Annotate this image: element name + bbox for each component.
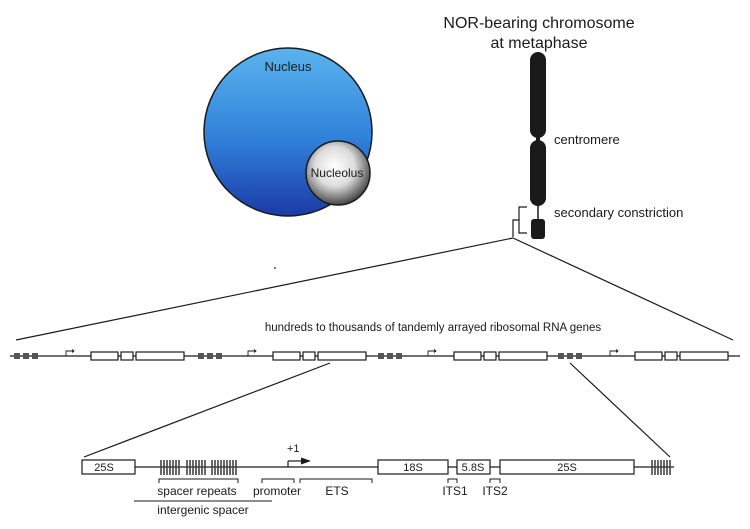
unit-label-5-8s: 5.8S [462, 462, 485, 474]
centromere-label: centromere [554, 132, 620, 147]
nucleus-group: Nucleus Nucleolus [203, 47, 373, 269]
unit-box-25s [499, 459, 635, 475]
nucleolus-circle [305, 140, 371, 206]
intergenic-spacer-label: intergenic spacer [157, 503, 248, 517]
unit-label-18s: 18S [403, 462, 423, 474]
spacer-repeat-cluster [378, 353, 402, 359]
array-gene-25s [135, 351, 185, 361]
array-gene-25s [317, 351, 367, 361]
zoom-lines-lower [83, 362, 671, 458]
tss-plus-one-label: +1 [287, 443, 300, 455]
chromosome-title-line1: NOR-bearing chromosome [443, 15, 634, 32]
promoter-bracket [261, 478, 295, 483]
spacer-repeat-cluster [14, 353, 38, 359]
its2-label: ITS2 [482, 484, 508, 498]
promoter-label: promoter [253, 484, 301, 498]
chromosome-arm-lower [530, 140, 546, 206]
unit-box-5-8s [456, 459, 491, 475]
spacer-repeats-bracket [158, 478, 239, 483]
array-gene-5-8s [302, 351, 316, 361]
array-gene-18s [453, 351, 482, 361]
secondary-constriction-label: secondary constriction [554, 205, 683, 220]
array-gene-25s [679, 351, 729, 361]
array-gene-18s [90, 351, 119, 361]
tss-arrowhead [301, 457, 311, 465]
unit-label-25s-left: 25S [94, 462, 114, 474]
tss-arrow [427, 349, 437, 356]
tss-arrow [609, 349, 619, 356]
tss-arrow [247, 349, 257, 356]
stray-dot [274, 267, 276, 269]
unit-box-25s-left [81, 459, 136, 475]
spacer-repeats-label: spacer repeats [157, 484, 236, 498]
spacer-repeats-ticks-right [651, 460, 671, 475]
spacer-repeats-ticks [160, 460, 237, 475]
array-gene-18s [634, 351, 663, 361]
spacer-repeat-cluster [198, 353, 222, 359]
tss-arrow [65, 349, 75, 356]
array-gene-5-8s [664, 351, 678, 361]
its1-bracket [447, 478, 458, 483]
chromosome-satellite [531, 219, 545, 239]
array-caption: hundreds to thousands of tandemly arraye… [265, 322, 602, 334]
tandem-array [10, 349, 740, 361]
ets-label: ETS [325, 484, 348, 498]
unit-label-25s: 25S [557, 462, 577, 474]
chromosome-centromere [536, 136, 540, 142]
its2-bracket [489, 478, 501, 483]
its1-label: ITS1 [442, 484, 468, 498]
chromosome-group: NOR-bearing chromosome at metaphase cent… [443, 15, 683, 239]
chromosome-title-line2: at metaphase [491, 35, 588, 52]
chromosome-arm-upper [530, 52, 546, 138]
nucleus-label: Nucleus [265, 59, 312, 74]
array-gene-18s [272, 351, 301, 361]
rdna-unit: 25S +1 18S 5.8S 25S spacer repe [81, 443, 674, 517]
unit-box-18s [377, 459, 449, 475]
nor-bracket [512, 206, 527, 237]
array-gene-25s [498, 351, 548, 361]
ets-bracket [299, 478, 373, 483]
array-gene-5-8s [120, 351, 134, 361]
spacer-repeat-cluster [558, 353, 582, 359]
nucleolus-label: Nucleolus [311, 166, 364, 180]
zoom-lines-upper [15, 237, 734, 341]
array-gene-5-8s [483, 351, 497, 361]
